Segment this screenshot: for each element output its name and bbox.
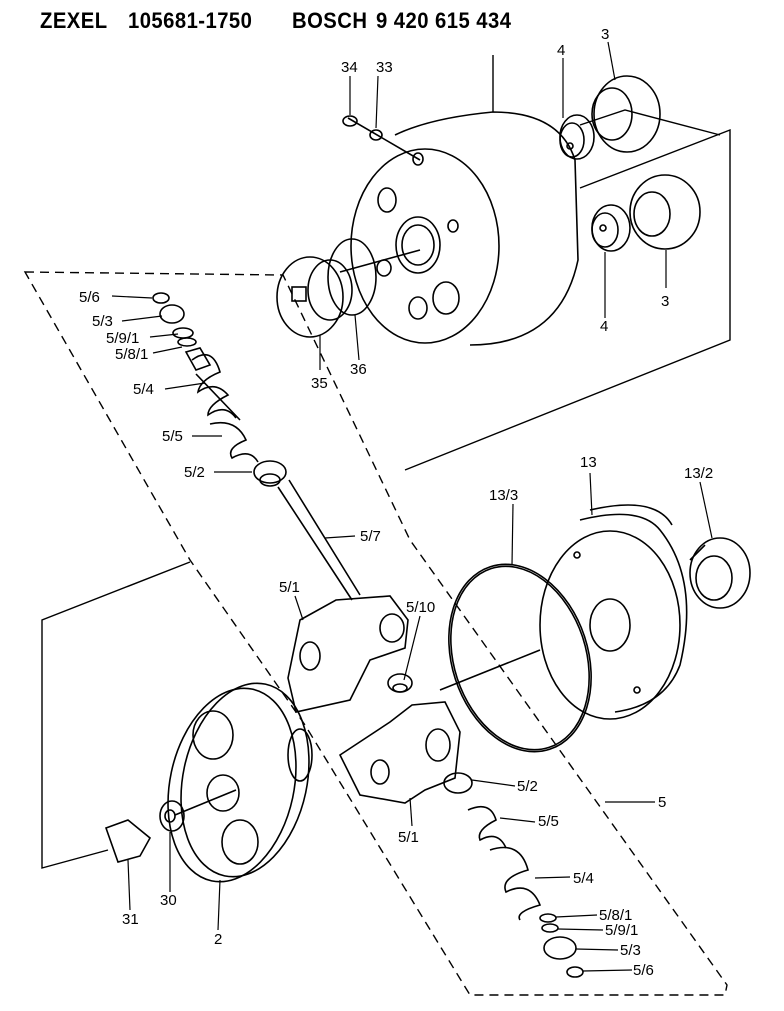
label-5-7: 5/7 (360, 528, 381, 545)
part-labels: 34 33 4 3 3 4 35 36 5/6 5/3 5/9/1 5/8/1 … (79, 26, 713, 979)
label-4-top: 4 (557, 42, 565, 59)
label-5-1-top: 5/1 (279, 579, 300, 596)
label-36: 36 (350, 361, 367, 378)
label-4-bottom: 4 (600, 318, 608, 335)
label-5-9-1-top: 5/9/1 (106, 330, 139, 347)
lower-valve-stack (443, 772, 584, 978)
label-5-3-top: 5/3 (92, 313, 113, 330)
label-5: 5 (658, 794, 666, 811)
label-5-6-bottom: 5/6 (633, 962, 654, 979)
label-13: 13 (580, 454, 597, 471)
upper-valve-stack (152, 292, 361, 601)
label-5-9-1-bottom: 5/9/1 (605, 922, 638, 939)
label-13-3: 13/3 (489, 487, 518, 504)
label-30: 30 (160, 892, 177, 909)
shaft-seal (689, 537, 751, 609)
label-5-1-bottom: 5/1 (398, 829, 419, 846)
brand-bosch: BOSCH (292, 8, 368, 33)
plug-and-ring (276, 238, 421, 338)
cam-disc (104, 682, 313, 883)
label-2: 2 (214, 931, 222, 948)
assembly-boundary (23, 271, 728, 996)
label-5-2-top: 5/2 (184, 464, 205, 481)
brand-zexel: ZEXEL (40, 8, 108, 33)
distributor-head-lower (338, 701, 461, 804)
label-5-8-1-bottom: 5/8/1 (599, 907, 632, 924)
label-34: 34 (341, 59, 358, 76)
label-33: 33 (376, 59, 393, 76)
label-5-3-bottom: 5/3 (620, 942, 641, 959)
label-13-2: 13/2 (684, 465, 713, 482)
label-31: 31 (122, 911, 139, 928)
housing-top (342, 111, 579, 346)
piston-pair-lower (591, 174, 701, 252)
reference-frame-lines (41, 55, 731, 869)
label-35: 35 (311, 375, 328, 392)
label-5-8-1-top: 5/8/1 (115, 346, 148, 363)
label-5-4-top: 5/4 (133, 381, 154, 398)
label-3-top: 3 (601, 26, 609, 43)
label-5-5-bottom: 5/5 (538, 813, 559, 830)
label-5-10: 5/10 (406, 599, 435, 616)
label-5-2-bottom: 5/2 (517, 778, 538, 795)
label-5-4-bottom: 5/4 (573, 870, 594, 887)
bosch-part-number: 9 420 615 434 (376, 8, 512, 33)
label-3-bottom: 3 (661, 293, 669, 310)
distributor-head-upper (287, 595, 413, 713)
piston-pair-upper (559, 75, 661, 160)
label-5-6-top: 5/6 (79, 289, 100, 306)
drawing-header: ZEXEL 105681-1750 BOSCH 9 420 615 434 (0, 0, 784, 44)
end-cover (439, 504, 688, 720)
o-ring (448, 563, 592, 753)
zexel-part-number: 105681-1750 (128, 8, 253, 33)
label-5-5-top: 5/5 (162, 428, 183, 445)
leader-lines (111, 41, 713, 972)
